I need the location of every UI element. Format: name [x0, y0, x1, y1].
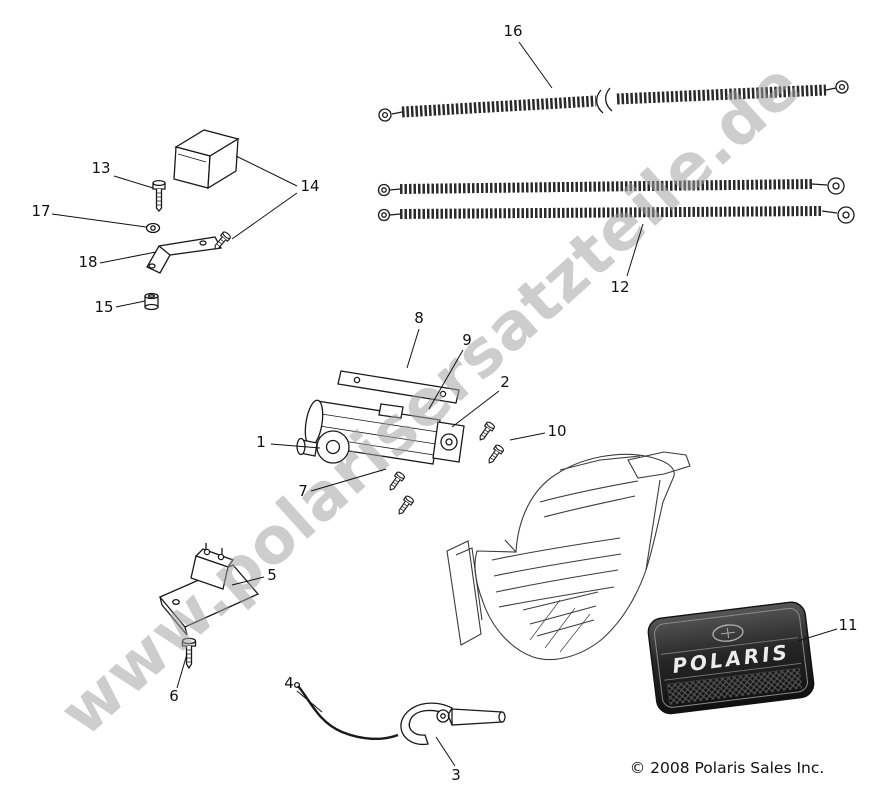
copyright-text: © 2008 Polaris Sales Inc. [630, 759, 825, 777]
clevis-hook-drawing [400, 702, 506, 746]
screw-6-drawing [181, 637, 197, 670]
winch-assembly-drawing [296, 370, 465, 465]
cable-pair-drawing [377, 177, 855, 224]
callout-label-7: 7 [298, 482, 308, 500]
callout-label-6: 6 [169, 687, 179, 705]
relay-box-drawing [173, 129, 240, 190]
callout-label-14: 14 [300, 177, 319, 195]
callout-label-4: 4 [284, 674, 294, 692]
callout-label-3: 3 [451, 766, 461, 784]
callout-label-2: 2 [500, 373, 510, 391]
nut-drawing [145, 222, 161, 234]
winch-screw-drawing [485, 443, 505, 467]
bolt-drawing [152, 179, 166, 213]
front-bumper-drawing [446, 451, 691, 661]
grille-badge-drawing: POLARIS [647, 601, 815, 715]
badge-emblem-icon [712, 624, 744, 642]
winch-power-cable-drawing [378, 80, 849, 122]
callout-label-13: 13 [91, 159, 110, 177]
hook-cable-drawing [293, 681, 399, 740]
callout-label-8: 8 [414, 309, 424, 327]
callout-label-16: 16 [503, 22, 522, 40]
callout-label-1: 1 [256, 433, 266, 451]
winch-screw-drawing [476, 420, 496, 444]
contactor-drawing [158, 543, 260, 636]
callout-label-17: 17 [31, 202, 50, 220]
callout-label-10: 10 [547, 422, 566, 440]
callout-label-5: 5 [267, 566, 277, 584]
callout-label-18: 18 [78, 253, 97, 271]
callout-label-15: 15 [94, 298, 113, 316]
winch-screw-drawing [395, 494, 415, 518]
bushing-drawing [144, 292, 159, 311]
badge-mesh [666, 667, 803, 705]
callout-labels: 16 12 13 17 14 18 15 8 9 2 1 10 7 5 6 4 … [31, 22, 857, 784]
callout-label-12: 12 [610, 278, 629, 296]
bracket-drawing [146, 236, 223, 274]
leader-lines [51, 41, 838, 767]
callout-label-9: 9 [462, 331, 472, 349]
callout-label-11: 11 [838, 616, 857, 634]
